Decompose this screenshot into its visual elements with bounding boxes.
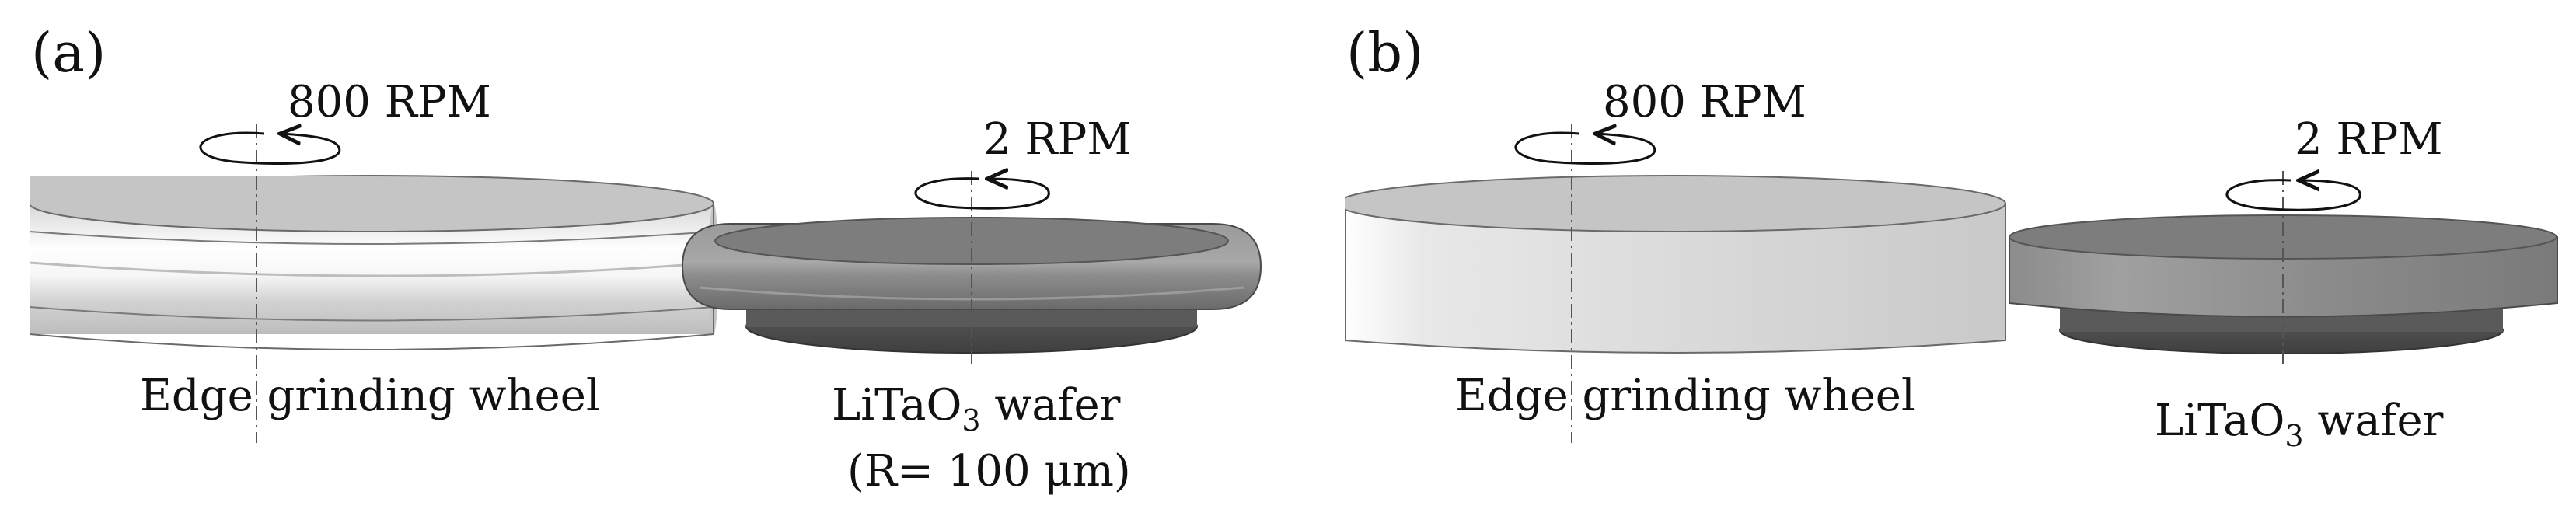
wafer-rotation-arrow-a xyxy=(914,179,1050,210)
edge-grinding-wheel-b xyxy=(1321,155,2006,389)
wafer-speed-label-a: 2 RPM xyxy=(983,114,1132,165)
wafer-label-b: LiTaO3 wafer xyxy=(2155,396,2444,453)
wheel-label-b: Edge grinding wheel xyxy=(1455,371,1915,421)
wafer-rotation-arrow-b xyxy=(2225,180,2361,211)
wafer-label-subscript-a: 3 xyxy=(962,403,980,438)
panel-a: (a) 800 RPM 2 R xyxy=(0,21,1262,497)
wheel-rotation-arrow-a xyxy=(199,133,341,166)
edge-grinding-wheel-a xyxy=(0,155,718,389)
panel-b-tag: (b) xyxy=(1346,21,1423,85)
wheel-rotation-arrow-b xyxy=(1514,133,1656,166)
panel-a-tag: (a) xyxy=(31,21,106,85)
wafer-label-a: LiTaO3 wafer xyxy=(832,380,1121,438)
wheel-top-face-b xyxy=(1336,175,2006,232)
wheel-label-a: Edge grinding wheel xyxy=(140,371,600,421)
wafer-label-subscript-b: 3 xyxy=(2285,419,2303,453)
wafer-radius-note-a: (R= 100 μm) xyxy=(847,446,1131,497)
panel-b: (b) 800 RPM 2 RPM Edge grinding wheel Li… xyxy=(1321,21,2558,453)
wheel-speed-label-b: 800 RPM xyxy=(1603,77,1806,127)
wheel-speed-label-a: 800 RPM xyxy=(288,77,491,127)
wafer-speed-label-b: 2 RPM xyxy=(2295,114,2443,165)
